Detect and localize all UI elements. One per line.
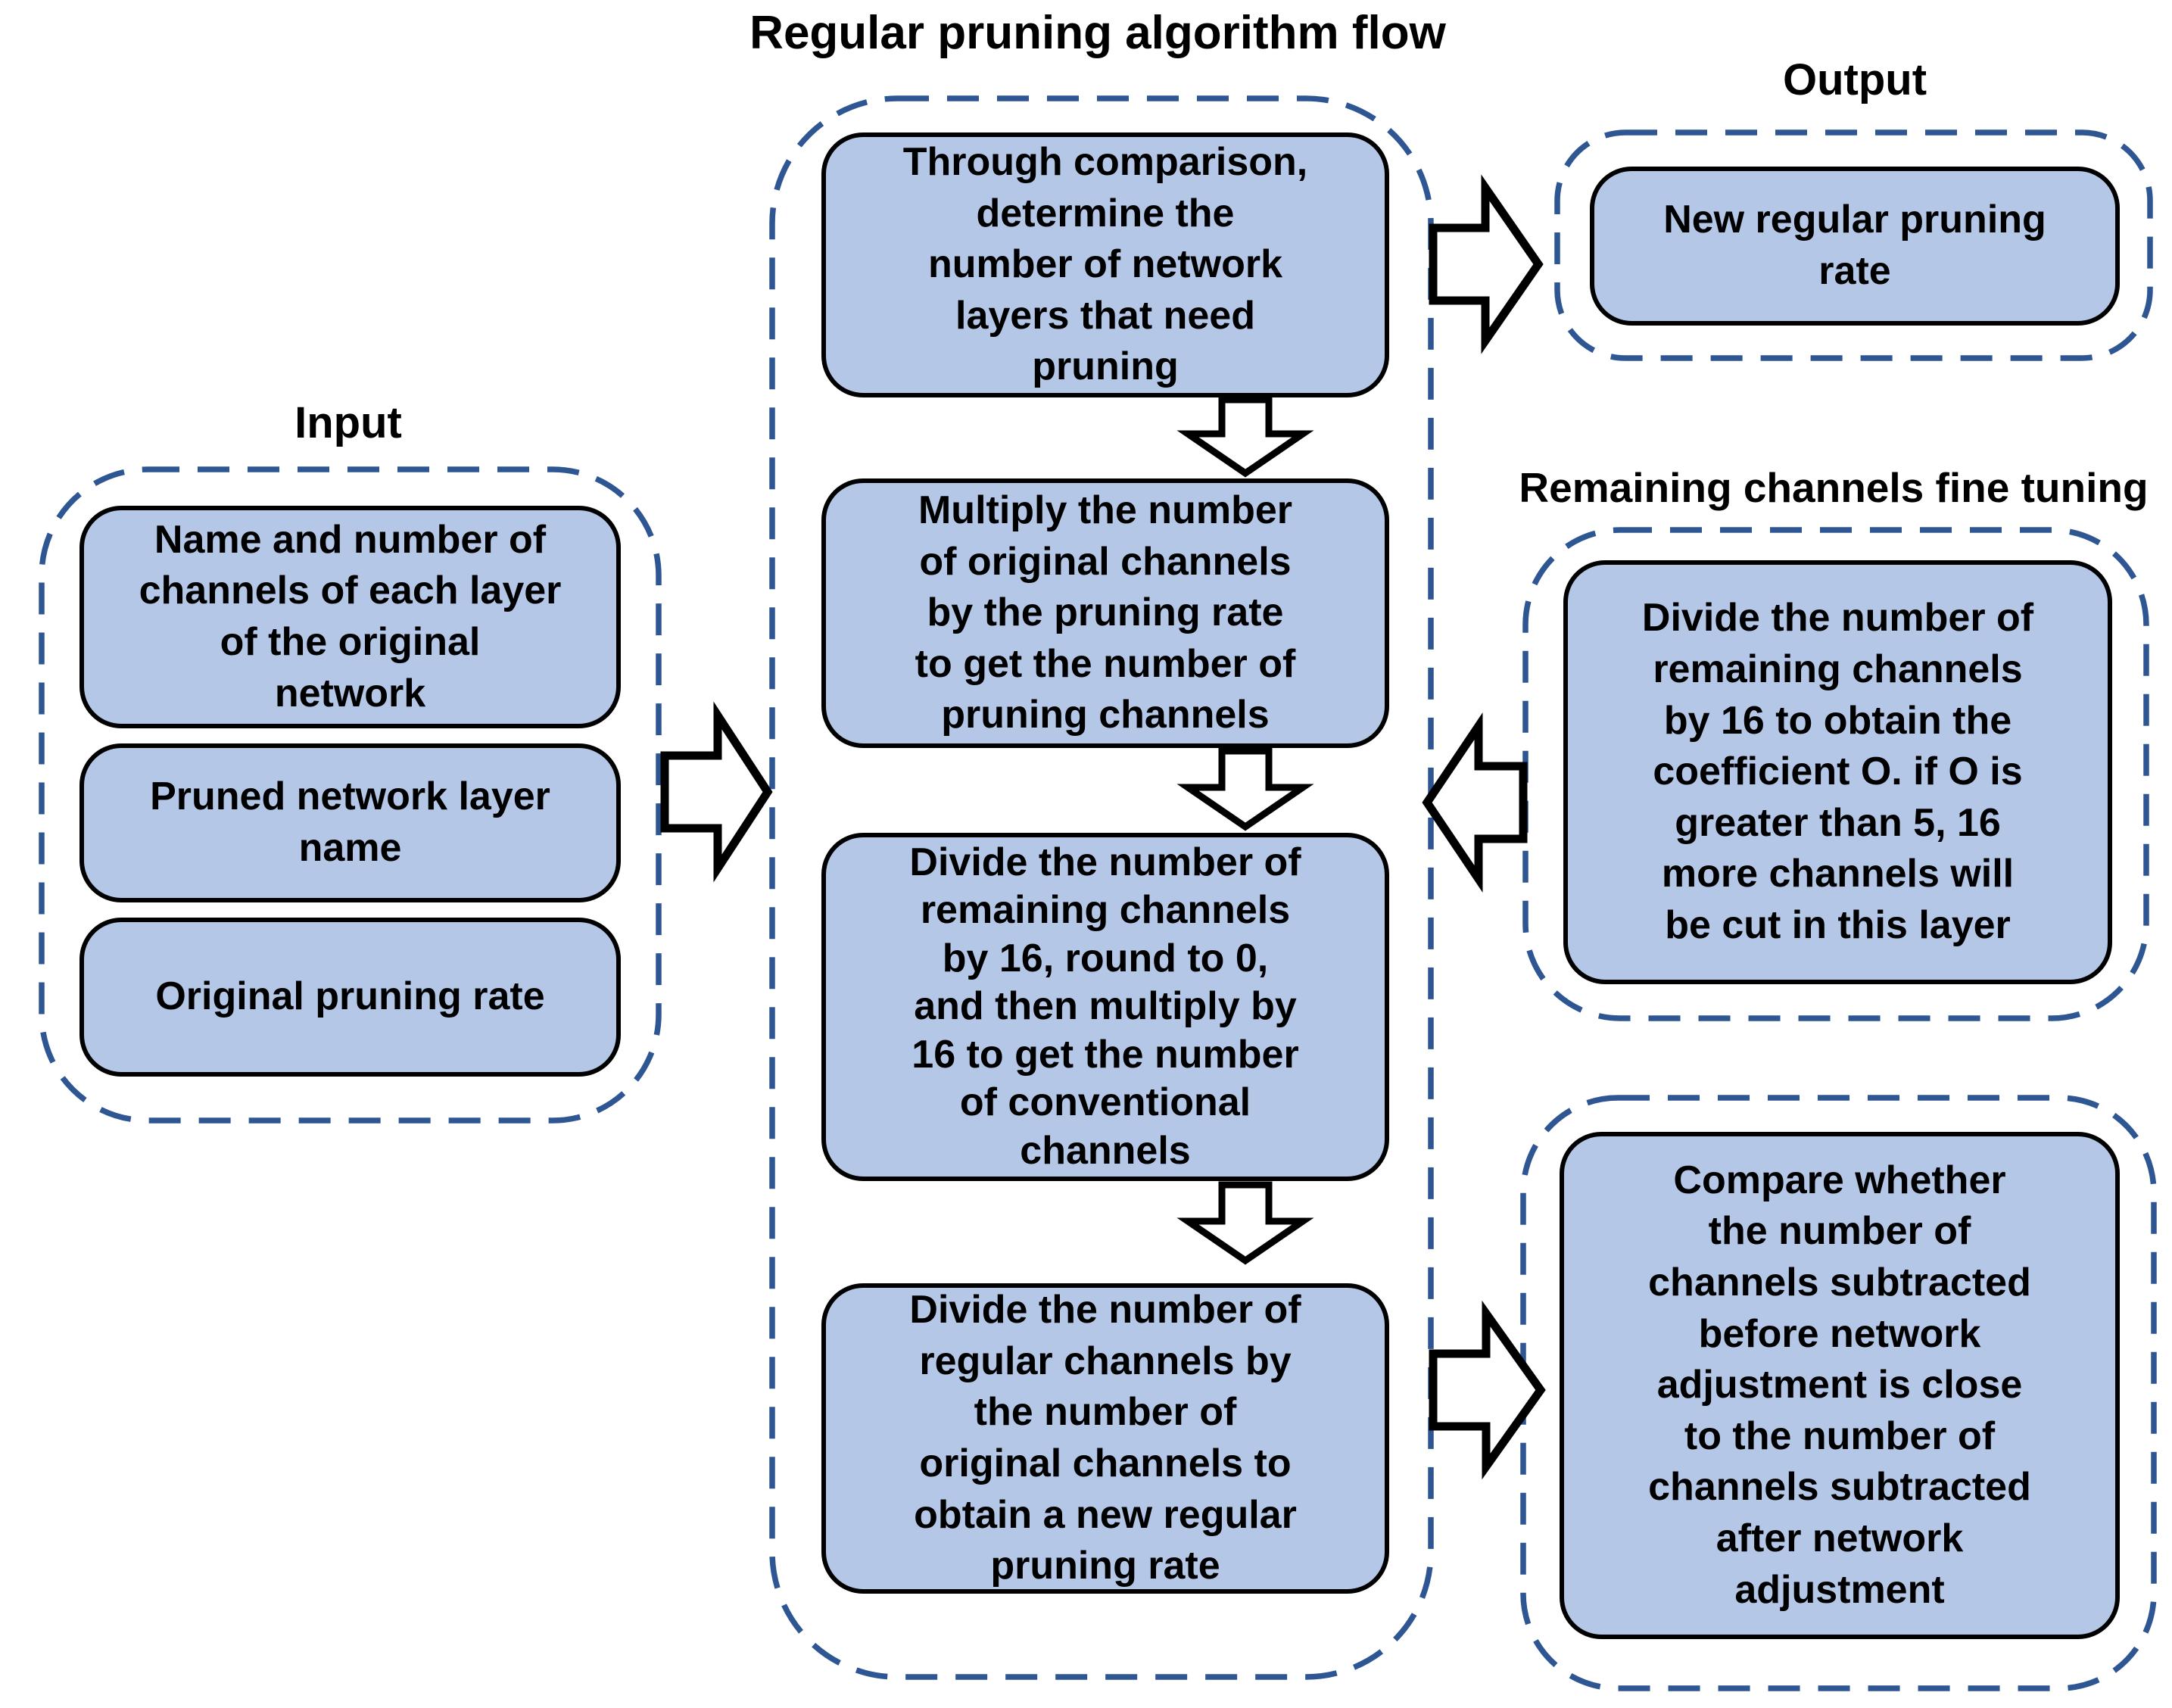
- input-group-container: [39, 466, 662, 1124]
- input-box-original-network-channels: Name and number of channels of each laye…: [79, 506, 621, 728]
- arrow-flow-to-output-icon: [1429, 174, 1544, 354]
- output-box-new-regular-pruning-rate: New regular pruning rate: [1590, 167, 2120, 326]
- arrow-flow-step3-to-step4-icon: [1176, 1181, 1314, 1265]
- output-group-title: Output: [1782, 55, 1927, 104]
- arrow-input-to-flow-icon: [660, 701, 773, 883]
- arrow-finetuning-to-flow-icon: [1422, 712, 1528, 893]
- flow-group-title: Regular pruning algorithm flow: [749, 7, 1446, 59]
- flow-step-4-new-regular-pruning-rate: Divide the number of regular channels by…: [821, 1283, 1389, 1594]
- flow-step-1-determine-layers: Through comparison, determine the number…: [821, 132, 1389, 397]
- compare-box-before-after-adjustment: Compare whether the number of channels s…: [1560, 1132, 2120, 1639]
- flow-step-2-multiply-pruning-rate: Multiply the number of original channels…: [821, 478, 1389, 748]
- arrow-flow-to-compare-icon: [1429, 1300, 1546, 1480]
- input-box-original-pruning-rate: Original pruning rate: [79, 918, 621, 1077]
- arrow-flow-step1-to-step2-icon: [1176, 396, 1314, 478]
- fine-tuning-group-title: Remaining channels fine tuning: [1519, 464, 2149, 511]
- input-group-title: Input: [294, 398, 402, 447]
- arrow-flow-step2-to-step3-icon: [1176, 747, 1314, 831]
- input-box-pruned-layer-name: Pruned network layer name: [79, 743, 621, 902]
- flow-group-container: [769, 95, 1434, 1680]
- output-group-container: [1554, 129, 2153, 361]
- fine-tuning-box-coefficient: Divide the number of remaining channels …: [1563, 560, 2112, 984]
- flow-step-3-conventional-channels: Divide the number of remaining channels …: [821, 833, 1389, 1181]
